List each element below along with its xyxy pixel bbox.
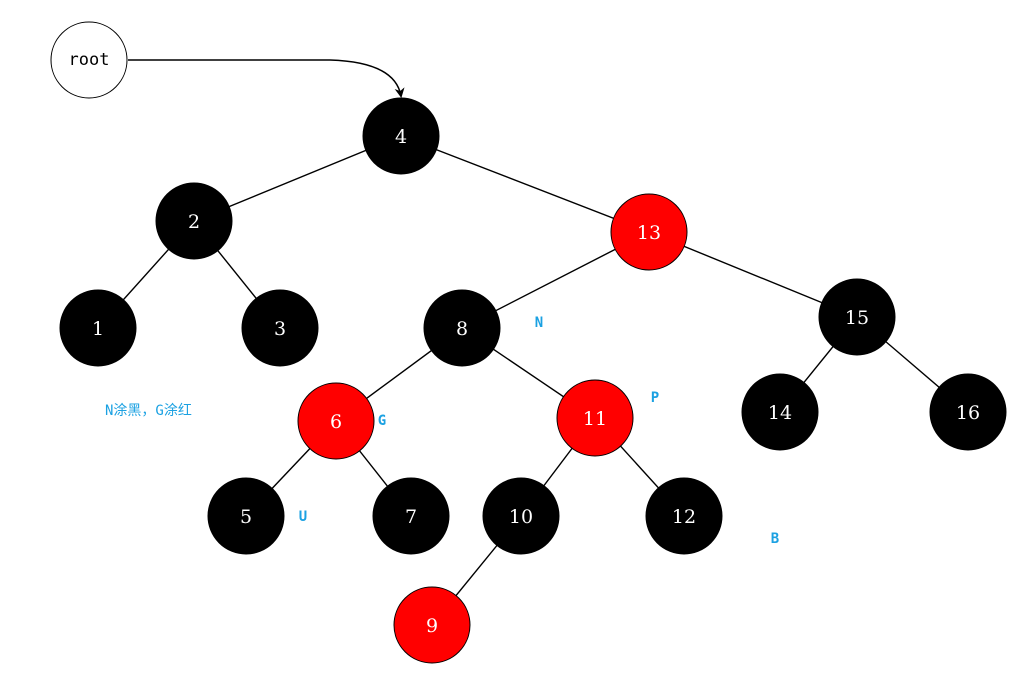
node-circle-5 (207, 477, 285, 555)
node-label-5: 5 (240, 506, 252, 528)
tree-node-6: 6 (297, 382, 375, 460)
node-circle-3 (241, 289, 319, 367)
annotation-u: U (299, 509, 307, 525)
node-label-15: 15 (845, 307, 869, 329)
node-circle-7 (372, 477, 450, 555)
node-circle-6 (297, 382, 375, 460)
node-label-13: 13 (637, 222, 661, 244)
node-label-8: 8 (456, 318, 468, 340)
tree-node-15: 15 (818, 278, 896, 356)
tree-node-3: 3 (241, 289, 319, 367)
tree-node-7: 7 (372, 477, 450, 555)
tree-node-16: 16 (929, 373, 1007, 451)
root-arrow (128, 59, 405, 98)
tree-node-1: 1 (59, 289, 137, 367)
node-label-11: 11 (583, 408, 607, 430)
node-circle-8 (423, 289, 501, 367)
node-label-3: 3 (274, 318, 286, 340)
tree-node-4: 4 (362, 97, 440, 175)
node-label-10: 10 (509, 506, 533, 528)
node-circle-10 (482, 477, 560, 555)
node-label-14: 14 (768, 402, 792, 424)
tree-node-10: 10 (482, 477, 560, 555)
annotation-g: G (378, 413, 386, 429)
node-label-1: 1 (92, 318, 104, 340)
tree-node-12: 12 (645, 477, 723, 555)
annotation-p: P (651, 390, 659, 406)
node-circle-4 (362, 97, 440, 175)
node-label-9: 9 (426, 615, 438, 637)
node-circle-9 (393, 586, 471, 664)
node-circle-13 (610, 193, 688, 271)
tree-node-9: 9 (393, 586, 471, 664)
node-circle-12 (645, 477, 723, 555)
node-label-4: 4 (395, 126, 407, 148)
tree-node-5: 5 (207, 477, 285, 555)
tree-node-11: 11 (556, 379, 634, 457)
node-circle-14 (741, 373, 819, 451)
tree-node-8: 8 (423, 289, 501, 367)
edge-n4-n13 (400, 135, 650, 233)
node-label-16: 16 (956, 402, 980, 424)
node-label-2: 2 (188, 211, 200, 233)
tree-node-2: 2 (155, 182, 233, 260)
root-pointer: root (50, 21, 405, 99)
node-circle-11 (556, 379, 634, 457)
node-circle-15 (818, 278, 896, 356)
node-circle-1 (59, 289, 137, 367)
root-label: root (69, 50, 110, 70)
node-label-6: 6 (330, 411, 342, 433)
node-circle-2 (155, 182, 233, 260)
recolor-note: N涂黑，G涂红 (105, 403, 192, 419)
root-circle (50, 21, 128, 99)
tree-node-13: 13 (610, 193, 688, 271)
annotation-b: B (771, 531, 779, 547)
tree-annotations: N P G U B (299, 315, 779, 547)
node-label-12: 12 (672, 506, 696, 528)
node-circle-16 (929, 373, 1007, 451)
annotation-n: N (535, 315, 543, 331)
tree-node-14: 14 (741, 373, 819, 451)
node-label-7: 7 (405, 506, 417, 528)
